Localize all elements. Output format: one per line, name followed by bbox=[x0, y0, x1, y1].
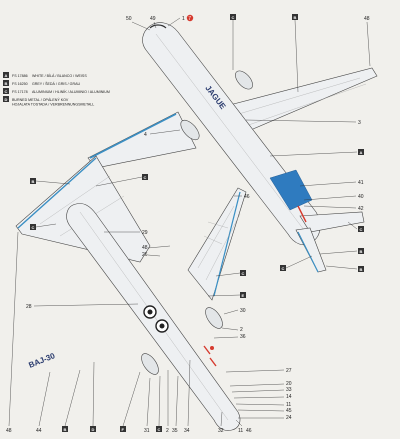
top-view-engine-right bbox=[235, 70, 253, 90]
callout-29: 29 bbox=[142, 230, 148, 236]
legend-row-c: C FS 17178 ALUMINIUM / HLINÍK / ALUMINIO… bbox=[3, 88, 110, 94]
top-view-blue-fuselage-panel bbox=[269, 169, 313, 211]
svg-text:WHITE / BÍLÁ / BLANCO / WEISS: WHITE / BÍLÁ / BLANCO / WEISS bbox=[32, 74, 87, 78]
callout-46: 46 bbox=[244, 194, 250, 200]
callout-b-tail: B bbox=[360, 249, 363, 254]
svg-text:FS 17886: FS 17886 bbox=[12, 74, 28, 78]
svg-text:HOJALATA TOSTADA / VERBRENNUNG: HOJALATA TOSTADA / VERBRENNUNGSMETALL bbox=[12, 103, 94, 107]
top-view-stabilizer-right bbox=[299, 211, 365, 233]
callout-49: 49 bbox=[150, 16, 156, 22]
svg-text:GREY / ŠEDÁ / GRIS / GRAU: GREY / ŠEDÁ / GRIS / GRAU bbox=[32, 81, 80, 86]
callout-d-bottom: D bbox=[92, 427, 95, 432]
aircraft-bottom-view: BAJ-30 bbox=[15, 155, 247, 431]
callout-14: 14 bbox=[286, 394, 292, 400]
svg-text:ALUMINIUM / HLINÍK / ALUMINIO: ALUMINIUM / HLINÍK / ALUMINIO / ALUMINIU… bbox=[32, 90, 110, 94]
callout-2: 2 bbox=[240, 327, 243, 333]
callout-1: 1 bbox=[182, 16, 185, 22]
callout-20: 20 bbox=[286, 381, 292, 387]
callout-42: 42 bbox=[358, 206, 364, 212]
bottom-view-callouts: B C C 29 46 48 26 28 E C 30 2 36 27 20 3… bbox=[26, 174, 292, 421]
callout-46-bottom: 46 bbox=[246, 428, 252, 434]
callout-32: 32 bbox=[218, 428, 224, 434]
colour-legend: A FS 17886 WHITE / BÍLÁ / BLANCO / WEISS… bbox=[3, 72, 110, 107]
bottom-row-callouts: 48 44 B D F 31 C 2 35 34 32 11 46 bbox=[6, 231, 252, 434]
callout-b-bottom: B bbox=[64, 427, 67, 432]
callout-44: 44 bbox=[36, 428, 42, 434]
callout-41: 41 bbox=[358, 180, 364, 186]
callout-a-mid: A bbox=[360, 150, 363, 155]
svg-text:FS 17178: FS 17178 bbox=[12, 90, 28, 94]
callout-35: 35 bbox=[172, 428, 178, 434]
callout-48-top: 48 bbox=[364, 16, 370, 22]
svg-text:A: A bbox=[5, 73, 8, 78]
aircraft-top-view: JAGUE bbox=[87, 14, 378, 273]
bottom-view-red-markings bbox=[203, 345, 217, 367]
callout-40: 40 bbox=[358, 194, 364, 200]
svg-text:D: D bbox=[5, 97, 8, 102]
callout-11-bottom: 11 bbox=[238, 428, 243, 434]
top-view-nose-badge bbox=[186, 14, 194, 22]
callout-26: 26 bbox=[142, 252, 148, 258]
bottom-view-right-wing bbox=[187, 187, 247, 301]
callout-b-wing: B bbox=[32, 179, 35, 184]
callout-27: 27 bbox=[286, 368, 292, 374]
callout-28: 28 bbox=[26, 304, 32, 310]
top-view-callouts: 50 49 1 7 C B 48 4 3 A 41 40 42 C B B bbox=[126, 14, 371, 272]
callout-c-stab: C bbox=[282, 266, 285, 271]
bottom-view-engine-left bbox=[141, 353, 159, 375]
callout-34: 34 bbox=[184, 428, 190, 434]
top-view-red-stripe bbox=[297, 205, 307, 223]
top-view-cockpit-windows bbox=[149, 24, 167, 29]
svg-text:FS 16250: FS 16250 bbox=[12, 82, 28, 86]
callout-b-stab: B bbox=[360, 267, 363, 272]
legend-row-d: D BURNED METAL / OPÁLENÝ KOV HOJALATA TO… bbox=[3, 96, 94, 107]
callout-c-bottom: C bbox=[158, 427, 161, 432]
callout-45: 45 bbox=[286, 408, 292, 414]
legend-row-b: B FS 16250 GREY / ŠEDÁ / GRIS / GRAU bbox=[3, 80, 80, 86]
callout-36: 36 bbox=[240, 334, 246, 340]
callout-7: 7 bbox=[188, 16, 191, 22]
legend-row-a: A FS 17886 WHITE / BÍLÁ / BLANCO / WEISS bbox=[3, 72, 87, 78]
callout-c-top: C bbox=[232, 15, 235, 20]
callout-24: 24 bbox=[286, 415, 292, 421]
callout-31: 31 bbox=[144, 428, 150, 434]
callout-30: 30 bbox=[240, 308, 246, 314]
callout-c-wing: C bbox=[32, 225, 35, 230]
callout-48b: 48 bbox=[142, 245, 148, 251]
top-view-left-wing-leading-edge bbox=[89, 113, 177, 159]
bottom-view-engine-right bbox=[205, 307, 223, 329]
callout-3: 3 bbox=[358, 120, 361, 126]
callout-e-box: E bbox=[242, 293, 245, 298]
callout-f-bottom: F bbox=[122, 427, 125, 432]
callout-4: 4 bbox=[144, 132, 147, 138]
callout-c-tail: C bbox=[360, 227, 363, 232]
callout-2-bottom: 2 bbox=[166, 428, 169, 434]
callout-11: 11 bbox=[286, 402, 291, 408]
top-view-engine-left bbox=[180, 119, 200, 141]
callout-b-top: B bbox=[294, 15, 297, 20]
svg-text:B: B bbox=[5, 81, 8, 86]
callout-c-box: C bbox=[242, 271, 245, 276]
callout-48-bottom: 48 bbox=[6, 428, 12, 434]
callout-33: 33 bbox=[286, 387, 292, 393]
callout-c-wing2: C bbox=[144, 175, 147, 180]
svg-text:C: C bbox=[5, 89, 8, 94]
callout-50: 50 bbox=[126, 16, 132, 22]
svg-text:BURNED METAL / OPÁLENÝ KOV: BURNED METAL / OPÁLENÝ KOV bbox=[12, 98, 69, 102]
